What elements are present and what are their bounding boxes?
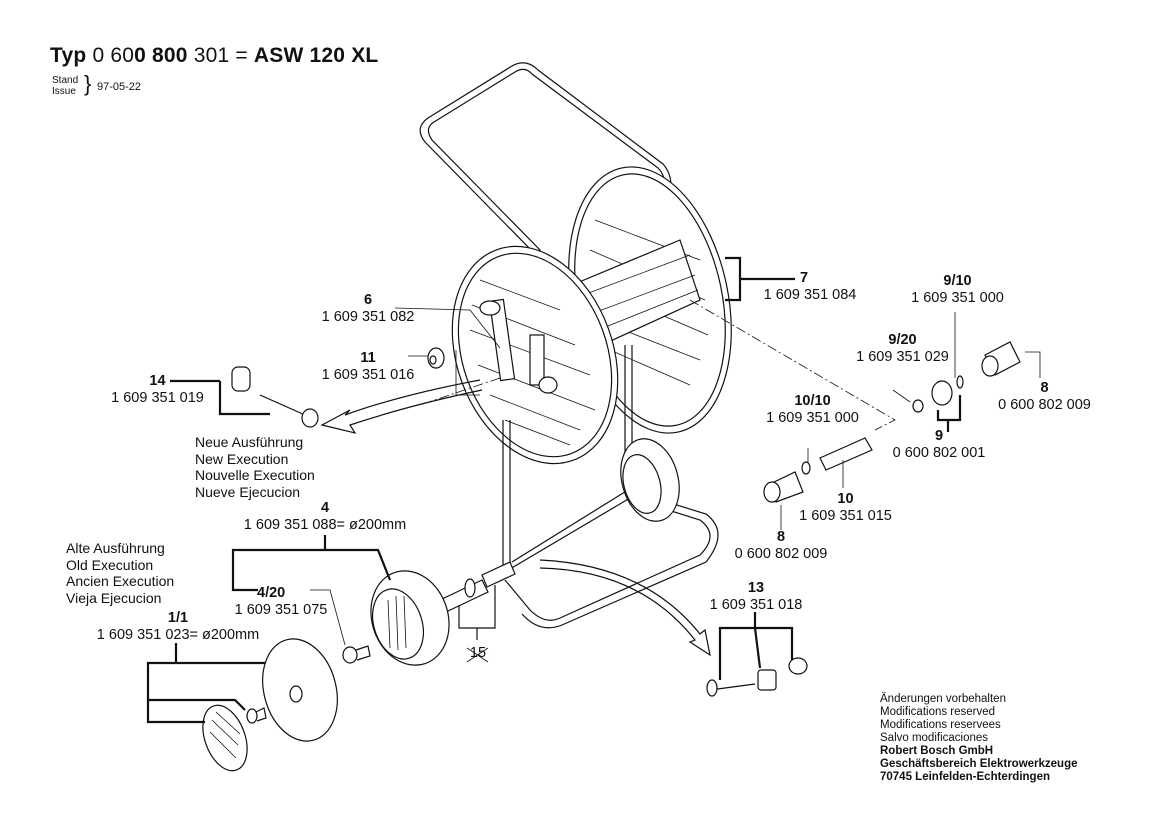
- frame-wheel: [620, 438, 680, 522]
- crossed-out-marker: [466, 647, 489, 663]
- part-label-13: 13 1 609 351 018: [709, 580, 803, 613]
- new-execution-note: Neue Ausführung New Execution Nouvelle E…: [195, 434, 315, 500]
- part-label-9-20: 9/20 1 609 351 029: [856, 332, 949, 365]
- part-label-9-10: 9/10 1 609 351 000: [911, 273, 1004, 306]
- stand-label: Stand: [52, 75, 79, 86]
- part-label-9: 9 0 600 802 001: [892, 428, 986, 461]
- part-14: [231, 366, 319, 428]
- part-number: 1 609 351 023= ø200mm: [96, 627, 260, 643]
- old-execution-note: Alte Ausführung Old Execution Ancien Exe…: [66, 540, 175, 606]
- part-label-11: 11 1 609 351 016: [321, 350, 415, 383]
- footer-block: Änderungen vorbehalten Modifications res…: [880, 693, 1078, 783]
- part-label-8-top: 8 0 600 802 009: [998, 380, 1091, 413]
- reel-front-disc: [451, 245, 619, 465]
- brace-glyph: }: [84, 71, 92, 96]
- part-number: 0 600 802 001: [892, 445, 986, 461]
- coupling-9: [912, 375, 964, 413]
- issue-date: 97-05-22: [97, 81, 142, 93]
- wheel-4: [370, 570, 450, 666]
- part-number: 0 600 802 009: [998, 397, 1091, 413]
- nut-11: [427, 347, 445, 369]
- part-label-10-10: 10/10 1 609 351 000: [766, 393, 859, 426]
- part-label-7: 7 1 609 351 084: [763, 270, 857, 303]
- part-number: 1 609 351 016: [321, 367, 415, 383]
- part-number: 1 609 351 018: [709, 597, 803, 613]
- part-label-10: 10 1 609 351 015: [799, 491, 892, 524]
- part-label-8-bottom: 8 0 600 802 009: [734, 529, 828, 562]
- part-number: 1 609 351 000: [911, 290, 1004, 306]
- coupling-8-bottom: [763, 471, 804, 503]
- typ-label: Typ: [50, 44, 87, 67]
- part-number: 1 609 351 019: [111, 390, 204, 406]
- coupling-10: [801, 437, 873, 475]
- part-label-1-1: 1/1 1 609 351 023= ø200mm: [96, 610, 260, 643]
- part-13: [706, 657, 808, 697]
- part-label-15: 15: [469, 645, 487, 661]
- part-number: 1 609 351 088= ø200mm: [243, 517, 407, 533]
- part-number: 1 609 351 029: [856, 349, 949, 365]
- company-address: 70745 Leinfelden-Echterdingen: [880, 771, 1050, 783]
- part-number: 1 609 351 000: [766, 410, 859, 426]
- diagram-title: Typ 0 600 800 301 = ASW 120 XL: [50, 44, 378, 68]
- part-label-4-20: 4/20 1 609 351 075: [234, 585, 328, 618]
- screw-4-20: [342, 645, 371, 664]
- coupling-8-top: [981, 341, 1021, 377]
- axle-parts: [439, 561, 516, 640]
- old-wheel-1-1: [202, 638, 338, 772]
- part-number: 1 609 351 075: [234, 602, 328, 618]
- company-division: Geschäftsbereich Elektrowerkzeuge: [880, 758, 1078, 770]
- leader-lines: [146, 256, 1041, 724]
- issue-label: Issue: [52, 86, 76, 97]
- part-number: 1 609 351 082: [321, 309, 415, 325]
- model-name: ASW 120 XL: [253, 44, 379, 67]
- part-label-4: 4 1 609 351 088= ø200mm: [243, 500, 407, 533]
- company-name: Robert Bosch GmbH: [880, 745, 994, 757]
- part-number: 1 609 351 015: [799, 508, 892, 524]
- type-number-part1: 0 60: [92, 44, 135, 67]
- stand-issue-labels: Stand Issue: [52, 75, 78, 97]
- part-number: 0 600 802 009: [734, 546, 828, 562]
- trolley-frame: [502, 345, 719, 629]
- part-label-6: 6 1 609 351 082: [321, 292, 415, 325]
- type-number-part3: 301 =: [193, 44, 248, 67]
- part-number: 1 609 351 084: [763, 287, 857, 303]
- type-number-part2: 0 800: [134, 44, 188, 67]
- part-label-14: 14 1 609 351 019: [111, 373, 204, 406]
- direction-arrows: [320, 379, 711, 657]
